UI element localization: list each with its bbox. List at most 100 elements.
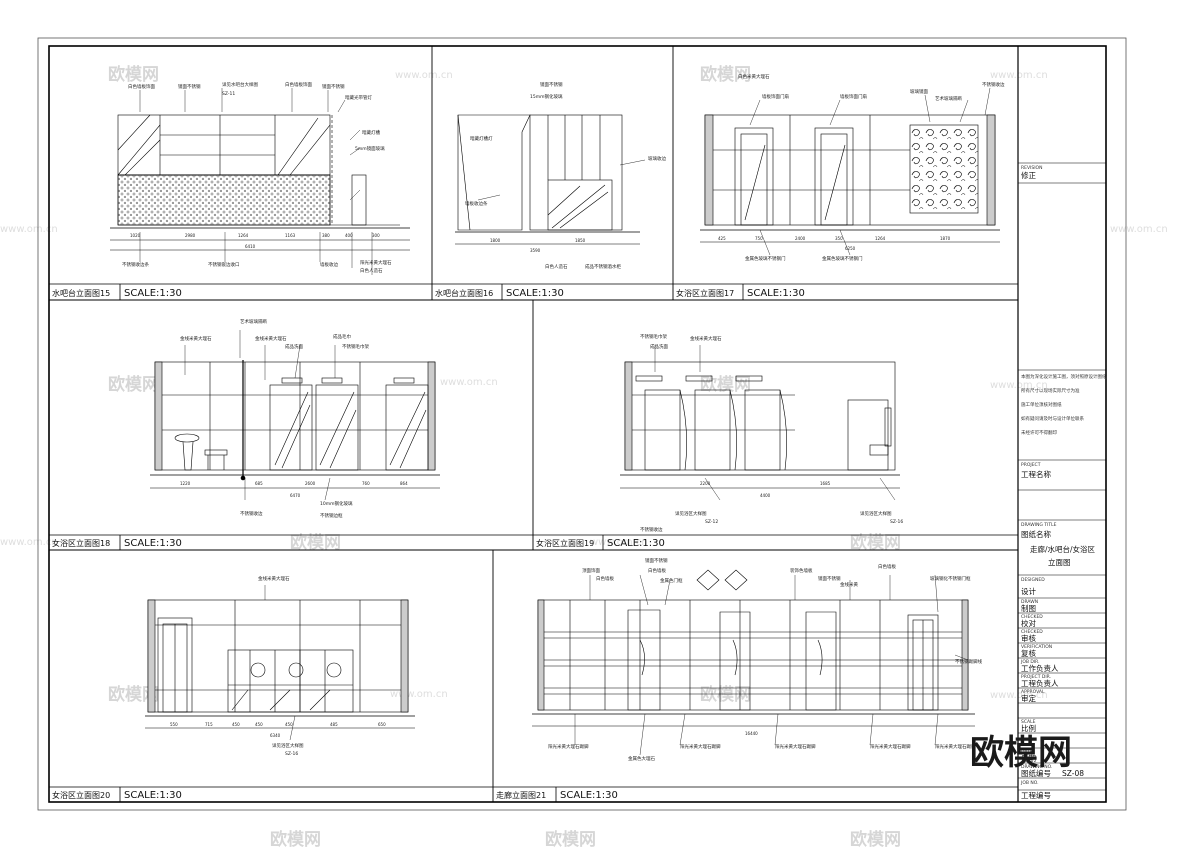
watermark-url: www.om.cn xyxy=(990,380,1048,391)
svg-text:485: 485 xyxy=(330,722,338,727)
svg-text:金属色门框: 金属色门框 xyxy=(660,577,683,584)
elevation-18 xyxy=(150,330,440,501)
svg-text:金线米黄大理石: 金线米黄大理石 xyxy=(690,335,722,342)
svg-text:金线米黄: 金线米黄 xyxy=(840,581,858,588)
svg-text:DRAWN: DRAWN xyxy=(1021,599,1038,605)
p19-dimensions: 2200 1685 4400 xyxy=(700,481,831,498)
svg-text:16440: 16440 xyxy=(745,731,758,736)
svg-text:镜面不锈钢: 镜面不锈钢 xyxy=(818,575,841,582)
svg-text:380: 380 xyxy=(322,233,330,238)
svg-text:2980: 2980 xyxy=(185,233,196,238)
svg-text:玻璃镜面: 玻璃镜面 xyxy=(910,88,928,95)
watermark-url: www.om.cn xyxy=(395,70,453,81)
svg-text:修正: 修正 xyxy=(1021,170,1037,180)
svg-text:金线米黄大理石: 金线米黄大理石 xyxy=(258,575,290,582)
svg-text:工程编号: 工程编号 xyxy=(1021,790,1051,800)
watermark-brand: 欧模网 xyxy=(545,829,596,848)
svg-text:工程负责人: 工程负责人 xyxy=(1021,678,1059,688)
panel-scale-16: SCALE:1:30 xyxy=(506,288,564,299)
panel-scale-19: SCALE:1:30 xyxy=(607,538,665,549)
svg-text:白色墙板饰面: 白色墙板饰面 xyxy=(128,83,155,90)
svg-text:阳光米黄大理石踢脚: 阳光米黄大理石踢脚 xyxy=(775,743,816,750)
svg-text:装饰色墙板: 装饰色墙板 xyxy=(790,567,813,574)
sheet-number: SZ-08 xyxy=(1062,769,1084,778)
p15-dimensions: 1020 2980 1264 1163 380 400 300 6410 xyxy=(130,233,380,249)
brand-logo: 欧模网 xyxy=(970,733,1072,773)
svg-text:镜面不锈钢: 镜面不锈钢 xyxy=(322,83,345,90)
svg-text:6340: 6340 xyxy=(270,733,281,738)
panel-scale-15: SCALE:1:30 xyxy=(124,288,182,299)
svg-text:不锈钢收边: 不锈钢收边 xyxy=(240,510,263,517)
svg-text:300: 300 xyxy=(372,233,380,238)
svg-text:详见浴区大样图: 详见浴区大样图 xyxy=(272,742,304,749)
watermark-url: www.om.cn xyxy=(590,537,648,548)
watermark-brand: 欧模网 xyxy=(700,684,751,705)
svg-text:SCALE: SCALE xyxy=(1021,719,1036,725)
svg-text:详见浴区大样图: 详见浴区大样图 xyxy=(675,510,707,517)
svg-text:施工单位须核对图纸: 施工单位须核对图纸 xyxy=(1021,401,1062,408)
svg-text:CHECKED: CHECKED xyxy=(1021,614,1043,620)
svg-text:阳光米黄大理石踢脚: 阳光米黄大理石踢脚 xyxy=(870,743,911,750)
svg-text:白色人造石: 白色人造石 xyxy=(545,263,568,270)
panel-scale-21: SCALE:1:30 xyxy=(560,790,618,801)
svg-text:DRAWING NO.: DRAWING NO. xyxy=(1021,764,1052,770)
svg-text:10mm钢化玻璃: 10mm钢化玻璃 xyxy=(320,500,353,507)
panel-title-15: 水吧台立面图15 xyxy=(52,288,110,298)
svg-text:425: 425 xyxy=(718,236,726,241)
p15-annotations: 白色墙板饰面 镜面不锈钢 详见水吧台大样图 SZ-11 白色墙板饰面 镜面不锈钢… xyxy=(122,81,392,274)
svg-text:金属色玻璃不锈钢门: 金属色玻璃不锈钢门 xyxy=(745,255,786,262)
ref-sz16b: SZ-16 xyxy=(285,751,298,757)
panel-scale-20: SCALE:1:30 xyxy=(124,790,182,801)
svg-text:白色人造石: 白色人造石 xyxy=(360,267,383,274)
svg-text:PROJECT: PROJECT xyxy=(1021,462,1041,468)
svg-text:15mm钢化玻璃: 15mm钢化玻璃 xyxy=(530,93,563,100)
svg-text:白色米黄大理石: 白色米黄大理石 xyxy=(738,73,770,80)
elevation-15 xyxy=(110,88,410,275)
svg-text:1220: 1220 xyxy=(180,481,191,486)
svg-text:760: 760 xyxy=(362,481,370,486)
svg-text:450: 450 xyxy=(232,722,240,727)
panel-title-17: 女浴区立面图17 xyxy=(676,288,734,298)
p16-dimensions: 1800 1850 3590 xyxy=(490,238,586,253)
svg-text:工程名称: 工程名称 xyxy=(1021,469,1051,479)
svg-text:VERIFICATION: VERIFICATION xyxy=(1021,644,1052,650)
svg-text:白色墙板: 白色墙板 xyxy=(648,567,666,574)
svg-text:白色墙板: 白色墙板 xyxy=(596,575,614,582)
svg-text:DESIGNED: DESIGNED xyxy=(1021,577,1045,583)
svg-text:如有疑问请及时与设计单位联系: 如有疑问请及时与设计单位联系 xyxy=(1021,415,1084,422)
elevation-20 xyxy=(145,585,415,741)
watermark-layer: 欧模网 www.om.cn 欧模网 www.om.cn 欧模网 www.om.c… xyxy=(0,64,1168,848)
panel-title-20: 女浴区立面图20 xyxy=(52,790,110,800)
watermark-brand: 欧模网 xyxy=(290,532,341,553)
svg-text:450: 450 xyxy=(285,722,293,727)
watermark-brand: 欧模网 xyxy=(108,64,159,85)
svg-text:金属色玻璃不锈钢门: 金属色玻璃不锈钢门 xyxy=(822,255,863,262)
svg-text:864: 864 xyxy=(400,481,408,486)
svg-text:1020: 1020 xyxy=(130,233,141,238)
svg-text:金线米黄大理石: 金线米黄大理石 xyxy=(180,335,212,342)
svg-text:审核: 审核 xyxy=(1021,633,1037,643)
p18-dimensions: 1220 685 2600 760 864 6470 xyxy=(180,481,408,498)
svg-text:650: 650 xyxy=(378,722,386,727)
outer-frame xyxy=(37,37,1127,811)
svg-text:1850: 1850 xyxy=(575,238,586,243)
svg-text:详见水吧台大样图: 详见水吧台大样图 xyxy=(222,81,258,88)
svg-text:白色墙板饰面: 白色墙板饰面 xyxy=(285,81,312,88)
panel-title-16: 水吧台立面图16 xyxy=(435,288,493,298)
svg-text:6470: 6470 xyxy=(290,493,301,498)
svg-text:墙板收边条: 墙板收边条 xyxy=(465,200,488,207)
svg-text:不锈钢毛巾架: 不锈钢毛巾架 xyxy=(640,333,667,340)
svg-text:2600: 2600 xyxy=(305,481,316,486)
svg-text:镜面不锈钢: 镜面不锈钢 xyxy=(178,83,201,90)
elevation-21 xyxy=(532,569,975,756)
svg-text:成品不锈钢酒水柜: 成品不锈钢酒水柜 xyxy=(585,263,621,270)
svg-text:750: 750 xyxy=(755,236,763,241)
svg-text:REVISION: REVISION xyxy=(1021,165,1042,171)
svg-text:暗藏光带管灯: 暗藏光带管灯 xyxy=(345,94,372,101)
p21-dimensions: 16440 xyxy=(745,731,758,736)
watermark-url: www.om.cn xyxy=(990,690,1048,701)
p20-dimensions: 550 715 450 450 450 485 650 6340 xyxy=(170,722,386,738)
svg-text:不锈钢踢脚线: 不锈钢踢脚线 xyxy=(955,658,982,665)
svg-text:1870: 1870 xyxy=(940,236,951,241)
svg-text:6250: 6250 xyxy=(845,246,856,251)
